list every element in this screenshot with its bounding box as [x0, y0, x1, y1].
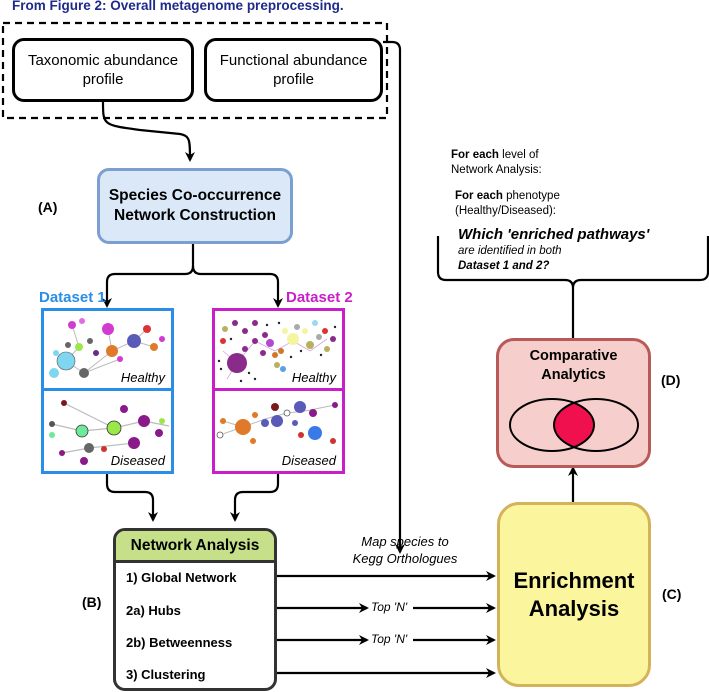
species-title-line1: Species Co-occurrence [108, 187, 282, 204]
dataset1-diseased-network [49, 400, 170, 465]
species-network-box: Species Co-occurrence Network Constructi… [97, 168, 293, 244]
question-l7: Dataset 1 and 2? [458, 260, 550, 272]
arrow-species-to-dataset1 [102, 244, 195, 308]
venn-set-1 [509, 398, 595, 452]
dataset2-diseased-panel: Diseased [215, 391, 342, 471]
figure-title: From Figure 2: Overall metagenome prepro… [12, 0, 344, 13]
top-n-hubs-label: Top 'N' [371, 600, 408, 614]
comparative-line2: Analytics [541, 367, 606, 383]
taxonomic-profile-box: Taxonomic abundance profile [12, 38, 194, 102]
taxonomic-profile-label: Taxonomic abundance profile [27, 52, 179, 88]
na-item-global-network: 1) Global Network [126, 570, 237, 585]
venn-diagram [509, 398, 639, 452]
dataset1-healthy-network [49, 318, 165, 378]
label-d: (D) [661, 372, 681, 388]
dataset2-diseased-network [216, 401, 338, 444]
question-level: For each level of Network Analysis: [451, 148, 542, 178]
arrow-species-to-dataset2 [191, 265, 283, 308]
question-main: Which 'enriched pathways' are identified… [458, 226, 649, 274]
dataset1-panel: Healthy Diseased [41, 308, 174, 474]
venn-set-2 [553, 398, 639, 452]
arrow-functional-to-mapping [383, 40, 405, 554]
dataset2-title: Dataset 2 [286, 289, 353, 306]
question-l1-bold: For each [451, 149, 499, 161]
dataset2-diseased-label: Diseased [281, 453, 336, 468]
na-item-clustering: 3) Clustering [126, 667, 206, 682]
label-c: (C) [662, 586, 682, 602]
question-phenotype: For each phenotype (Healthy/Diseased): [455, 189, 560, 219]
dataset1-healthy-panel: Healthy [44, 311, 171, 391]
dataset2-panel: Healthy Diseased [212, 308, 345, 474]
dataset1-title: Dataset 1 [39, 289, 106, 306]
question-l4: (Healthy/Diseased): [455, 205, 556, 217]
question-l3-rest: phenotype [502, 190, 560, 202]
network-analysis-box: Network Analysis 1) Global Network 2a) H… [113, 528, 277, 691]
comparative-title: Comparative Analytics [499, 347, 648, 385]
question-brace [436, 236, 709, 338]
mapping-line1: Map species to [361, 534, 449, 549]
dataset1-healthy-label: Healthy [120, 370, 165, 385]
top-n-betweenness-label: Top 'N' [371, 632, 408, 646]
venn-overlap [554, 399, 594, 451]
dataset2-healthy-network [217, 320, 337, 383]
enrichment-analysis-box: Enrichment Analysis [497, 502, 651, 687]
label-b: (B) [82, 594, 102, 610]
functional-profile-label: Functional abundance profile [219, 52, 368, 88]
enrichment-line2: Analysis [528, 595, 620, 621]
question-l3-bold: For each [455, 190, 503, 202]
comparative-line1: Comparative [529, 348, 618, 364]
arrow-dataset2-to-na [230, 474, 280, 522]
network-analysis-title: Network Analysis [116, 531, 274, 563]
question-l2: Network Analysis: [451, 164, 542, 176]
dataset1-diseased-label: Diseased [110, 453, 165, 468]
na-item-hubs: 2a) Hubs [126, 603, 181, 618]
enrichment-line1: Enrichment [513, 567, 635, 593]
arrow-taxonomic-to-species [101, 101, 195, 162]
mapping-line2: Kegg Orthologues [352, 551, 458, 566]
question-l1-rest: level of [498, 149, 539, 161]
dataset2-healthy-label: Healthy [291, 370, 336, 385]
dataset2-healthy-panel: Healthy [215, 311, 342, 391]
question-l5: Which 'enriched pathways' [458, 226, 650, 243]
preprocessing-frame [1, 21, 389, 120]
mapping-label: Map species to Kegg Orthologues [330, 533, 480, 567]
comparative-analytics-box: Comparative Analytics [496, 338, 651, 468]
species-title-line2: Network Construction [114, 207, 276, 224]
na-item-betweenness: 2b) Betweenness [126, 635, 233, 650]
arrow-dataset1-to-na [105, 474, 158, 522]
label-a: (A) [38, 199, 58, 215]
functional-profile-box: Functional abundance profile [204, 38, 383, 102]
dataset1-diseased-panel: Diseased [44, 391, 171, 471]
question-l6: are identified in both [458, 245, 562, 257]
